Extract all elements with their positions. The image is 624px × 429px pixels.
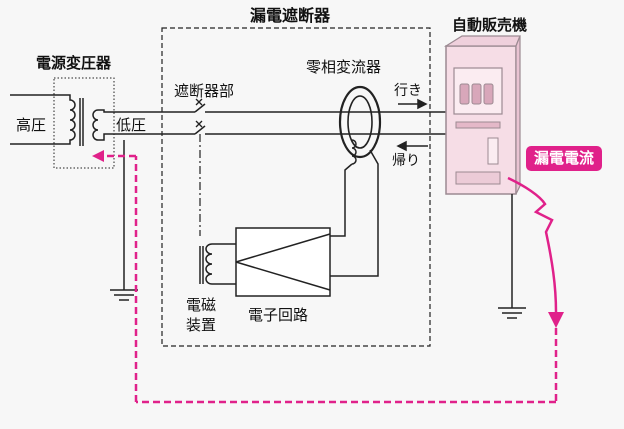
high-voltage-label: 高圧 bbox=[16, 116, 47, 134]
leak-arrow-down bbox=[548, 312, 564, 328]
leak-arrow-left bbox=[92, 150, 104, 162]
flow-arrows bbox=[396, 98, 428, 152]
zct-secondary bbox=[330, 139, 379, 277]
vending-machine-label: 自動販売機 bbox=[452, 16, 528, 34]
breaker-x-marks bbox=[195, 98, 203, 128]
transformer-coils bbox=[10, 94, 99, 146]
electromagnetic-coil bbox=[199, 243, 236, 285]
vending-machine bbox=[443, 35, 526, 319]
main-lines bbox=[98, 103, 446, 301]
breaker-section-label: 遮断器部 bbox=[174, 82, 235, 100]
zct-ring bbox=[338, 85, 382, 159]
breaker-title: 漏電遮断器 bbox=[250, 6, 331, 25]
leak-current-badge: 漏電電流 bbox=[526, 146, 603, 171]
device-label: 装置 bbox=[186, 316, 217, 334]
transformer-label: 電源変圧器 bbox=[36, 54, 112, 72]
transformer-box bbox=[53, 77, 115, 169]
zct-label: 零相変流器 bbox=[306, 58, 382, 76]
electromagnetic-label: 電磁 bbox=[186, 296, 217, 314]
leak-current-path bbox=[104, 154, 558, 404]
electronic-circuit-label: 電子回路 bbox=[248, 306, 309, 324]
outgoing-label: 行き bbox=[394, 83, 422, 99]
low-voltage-label: 低圧 bbox=[116, 116, 147, 134]
returning-label: 帰り bbox=[392, 153, 420, 169]
breaker-box bbox=[161, 27, 431, 347]
electronic-circuit-block bbox=[235, 227, 331, 297]
